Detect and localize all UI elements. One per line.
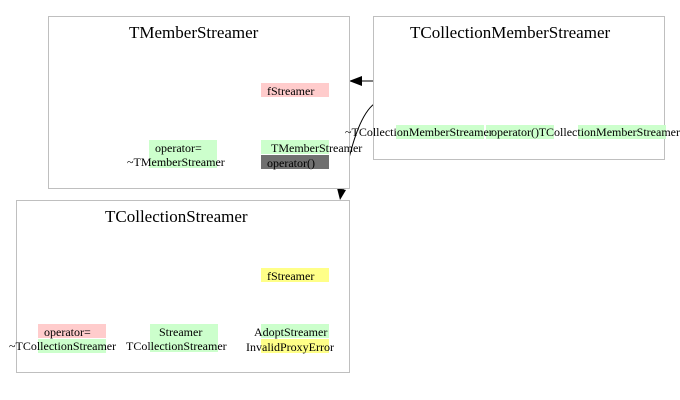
collection-streamer-streamer[interactable]: Streamer — [159, 325, 203, 339]
collection-streamer-adopt-bar — [261, 324, 329, 338]
cms-op-call-bar — [486, 125, 554, 139]
collection-member-streamer-title: TCollectionMemberStreamer — [410, 23, 611, 42]
member-streamer-box[interactable]: TMemberStreamer fStreamer operator= ~TMe… — [48, 16, 362, 189]
member-streamer-constructor[interactable]: TMemberStreamer — [271, 141, 363, 155]
member-streamer-ctor-bar — [261, 140, 329, 154]
collection-streamer-constructor[interactable]: TCollectionStreamer — [126, 339, 227, 353]
collection-streamer-destructor[interactable]: ~TCollectionStreamer — [9, 339, 117, 353]
collection-member-streamer-constructor[interactable]: TCollectionMemberStreamer — [538, 125, 680, 139]
member-streamer-op-call-bar — [261, 155, 329, 169]
cms-destructor-bar — [396, 125, 484, 139]
collection-member-streamer-destructor[interactable]: ~TCollectionMemberStreamer — [345, 125, 493, 139]
member-streamer-operator-assign[interactable]: operator= — [155, 141, 202, 155]
collection-streamer-field[interactable]: fStreamer — [267, 269, 315, 283]
collection-streamer-title: TCollectionStreamer — [105, 207, 248, 226]
collection-streamer-op-assign-bar — [38, 324, 106, 338]
collection-streamer-field-bar — [261, 268, 329, 282]
collection-streamer-adopt-streamer[interactable]: AdoptStreamer — [254, 325, 328, 339]
collection-streamer-streamer-bar — [150, 324, 218, 352]
arrowhead-to-collection-streamer — [337, 188, 346, 200]
collection-member-streamer-operator-call[interactable]: operator() — [491, 125, 539, 139]
member-streamer-title: TMemberStreamer — [129, 23, 259, 42]
collection-streamer-dtor-bar — [38, 339, 106, 353]
collection-streamer-invalid-proxy-error[interactable]: InvalidProxyError — [246, 340, 334, 354]
collection-streamer-box[interactable]: TCollectionStreamer fStreamer operator= … — [16, 200, 350, 373]
collection-streamer-invalid-bar — [261, 339, 329, 353]
member-streamer-field[interactable]: fStreamer — [267, 84, 315, 98]
member-streamer-op-assign-bar — [149, 140, 217, 168]
cms-methods-row: ~TCollectionMemberStreamer operator() TC… — [345, 124, 680, 140]
collection-streamer-operator-assign[interactable]: operator= — [44, 325, 91, 339]
cms-ctor-bar — [578, 125, 666, 139]
arrowhead-to-member-streamer — [349, 76, 362, 86]
member-streamer-field-bar — [261, 83, 329, 97]
member-streamer-operator-call[interactable]: operator() — [267, 156, 315, 170]
member-streamer-destructor[interactable]: ~TMemberStreamer — [127, 155, 225, 169]
collection-member-streamer-box[interactable]: TCollectionMemberStreamer — [373, 16, 666, 160]
